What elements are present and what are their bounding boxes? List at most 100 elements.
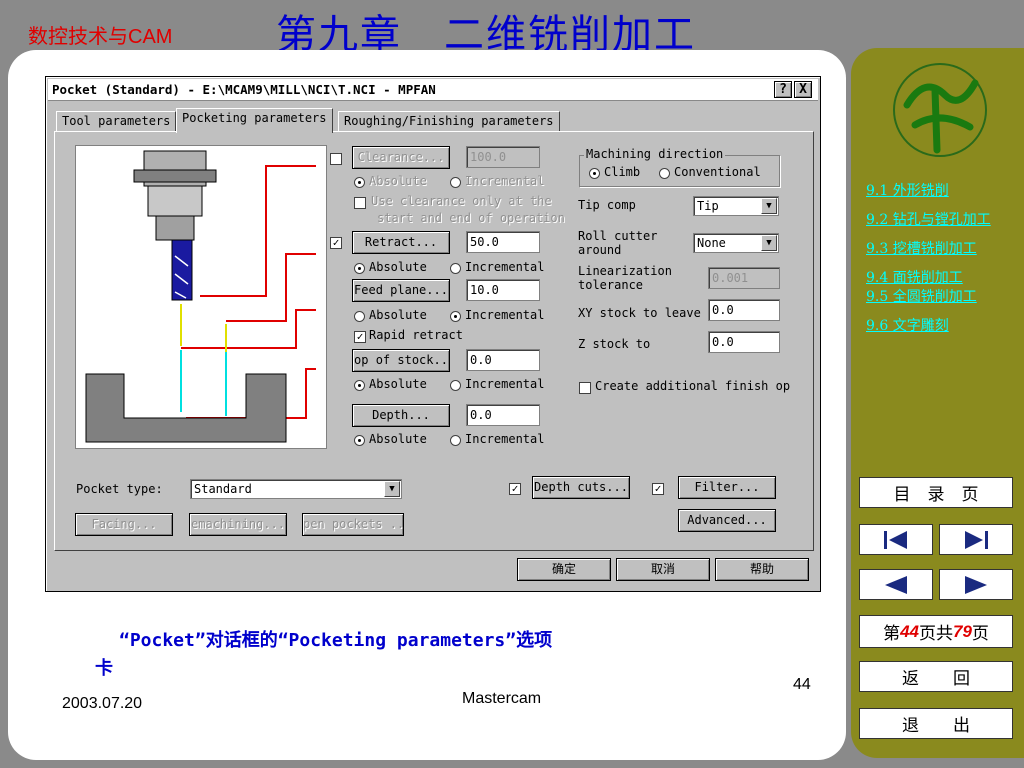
first-page-button[interactable]: [859, 524, 933, 555]
pocket-type-select[interactable]: Standard ▼: [190, 479, 402, 499]
nav-link-9-5[interactable]: 9.5 全圆铣削加工: [866, 289, 977, 305]
tip-comp-select[interactable]: Tip ▼: [693, 196, 779, 216]
feed-plane-button[interactable]: Feed plane...: [352, 279, 450, 302]
previous-icon: [885, 575, 907, 594]
clearance-incremental-radio[interactable]: [450, 177, 461, 188]
ok-button[interactable]: 确定: [517, 558, 611, 581]
help-button[interactable]: 帮助: [715, 558, 809, 581]
retract-absolute-radio[interactable]: [354, 263, 365, 274]
pocket-depth-diagram: [75, 145, 327, 449]
page-mid: 页共: [919, 624, 953, 644]
filter-checkbox[interactable]: ✓: [652, 483, 664, 495]
nav-link-9-1[interactable]: 9.1 外形铣削: [866, 183, 949, 199]
open-pockets-button[interactable]: pen pockets ..: [302, 513, 404, 536]
stock-absolute-label: Absolute: [369, 377, 427, 391]
depth-button[interactable]: Depth...: [352, 404, 450, 427]
advanced-button[interactable]: Advanced...: [678, 509, 776, 532]
clearance-field[interactable]: 100.0: [466, 146, 540, 168]
chapter-nav: 9.1 外形铣削 9.2 钻孔与镗孔加工 9.3 挖槽铣削加工 9.4 面铣削加…: [866, 182, 1006, 336]
nav-link-9-2[interactable]: 9.2 钻孔与镗孔加工: [866, 212, 991, 228]
help-icon[interactable]: ?: [774, 81, 792, 98]
pocket-type-label: Pocket type:: [76, 482, 163, 496]
clearance-checkbox[interactable]: [330, 153, 342, 165]
xy-stock-label: XY stock to leave: [578, 306, 701, 320]
xy-stock-field[interactable]: 0.0: [708, 299, 780, 321]
climb-radio[interactable]: [589, 168, 600, 179]
facing-button[interactable]: Facing...: [75, 513, 173, 536]
retract-absolute-label: Absolute: [369, 260, 427, 274]
roll-cutter-label-1: Roll cutter: [578, 229, 658, 243]
clearance-absolute-radio[interactable]: [354, 177, 365, 188]
create-finish-label: Create additional finish op: [595, 379, 791, 393]
linearization-label-1: Linearization: [578, 264, 672, 278]
top-of-stock-button[interactable]: op of stock..: [352, 349, 450, 372]
depth-field[interactable]: 0.0: [466, 404, 540, 426]
rapid-retract-label: Rapid retract: [369, 328, 463, 342]
stock-absolute-radio[interactable]: [354, 380, 365, 391]
roll-cutter-label: Roll cutter around: [578, 229, 657, 257]
use-clearance-checkbox[interactable]: [354, 197, 366, 209]
use-clearance-label-2: start and end of operation: [377, 211, 565, 225]
exit-button[interactable]: 退 出: [859, 708, 1013, 739]
stock-incremental-label: Incremental: [465, 377, 545, 391]
depth-cuts-button[interactable]: Depth cuts...: [532, 476, 630, 499]
footer-date: 2003.07.20: [62, 695, 143, 712]
z-stock-field[interactable]: 0.0: [708, 331, 780, 353]
page-indicator: 第 44 页共 79 页: [859, 615, 1013, 648]
page-total: 79: [953, 621, 972, 641]
next-page-button[interactable]: [939, 569, 1013, 600]
conventional-radio[interactable]: [659, 168, 670, 179]
previous-page-button[interactable]: [859, 569, 933, 600]
roll-cutter-select[interactable]: None ▼: [693, 233, 779, 253]
use-clearance-label-1: Use clearance only at the: [371, 194, 552, 208]
course-title: 数控技术与CAM: [28, 26, 173, 48]
caption-line-1: “Pocket”对话框的“Pocketing parameters”选项: [119, 630, 553, 651]
nav-link-9-3[interactable]: 9.3 挖槽铣削加工: [866, 241, 977, 257]
filter-button[interactable]: Filter...: [678, 476, 776, 499]
retract-field[interactable]: 50.0: [466, 231, 540, 253]
footer-center: Mastercam: [462, 690, 542, 707]
clearance-absolute-label: Absolute: [369, 174, 427, 188]
climb-label: Climb: [604, 165, 641, 179]
clearance-button[interactable]: Clearance...: [352, 146, 450, 169]
rapid-retract-checkbox[interactable]: ✓: [354, 331, 366, 343]
feed-absolute-radio[interactable]: [354, 311, 365, 322]
nav-link-9-6[interactable]: 9.6 文字雕刻: [866, 318, 949, 334]
clearance-incremental-label: Incremental: [465, 174, 545, 188]
depth-incremental-radio[interactable]: [450, 435, 461, 446]
remachining-button[interactable]: emachining...: [189, 513, 287, 536]
feed-plane-field[interactable]: 10.0: [466, 279, 540, 301]
pocket-type-value: Standard: [194, 482, 252, 496]
tip-comp-value: Tip: [697, 199, 719, 213]
roll-cutter-label-2: around: [578, 243, 622, 257]
last-page-icon: [965, 530, 988, 549]
stock-incremental-radio[interactable]: [450, 380, 461, 391]
back-button[interactable]: 返 回: [859, 661, 1013, 692]
linearization-label-2: tolerance: [578, 278, 644, 292]
page-prefix: 第: [883, 624, 901, 644]
caption-line-2: 卡: [95, 658, 113, 679]
retract-incremental-label: Incremental: [465, 260, 545, 274]
toc-button[interactable]: 目 录 页: [859, 477, 1013, 508]
chevron-down-icon[interactable]: ▼: [384, 481, 400, 497]
tab-roughing-finishing[interactable]: Roughing/Finishing parameters: [338, 111, 560, 132]
depth-cuts-checkbox[interactable]: ✓: [509, 483, 521, 495]
retract-button[interactable]: Retract...: [352, 231, 450, 254]
nav-link-9-4[interactable]: 9.4 面铣削加工: [866, 270, 963, 286]
linearization-field[interactable]: 0.001: [708, 267, 780, 289]
cancel-button[interactable]: 取消: [616, 558, 710, 581]
close-icon[interactable]: X: [794, 81, 812, 98]
retract-checkbox[interactable]: ✓: [330, 237, 342, 249]
chevron-down-icon[interactable]: ▼: [761, 235, 777, 251]
top-of-stock-field[interactable]: 0.0: [466, 349, 540, 371]
retract-incremental-radio[interactable]: [450, 263, 461, 274]
tab-pocketing-parameters[interactable]: Pocketing parameters: [176, 108, 333, 133]
chevron-down-icon[interactable]: ▼: [761, 198, 777, 214]
tab-tool-parameters[interactable]: Tool parameters: [56, 111, 177, 132]
last-page-button[interactable]: [939, 524, 1013, 555]
feed-incremental-radio[interactable]: [450, 311, 461, 322]
tab-panel: [54, 131, 814, 551]
create-finish-checkbox[interactable]: [579, 382, 591, 394]
depth-absolute-radio[interactable]: [354, 435, 365, 446]
next-icon: [965, 575, 987, 594]
